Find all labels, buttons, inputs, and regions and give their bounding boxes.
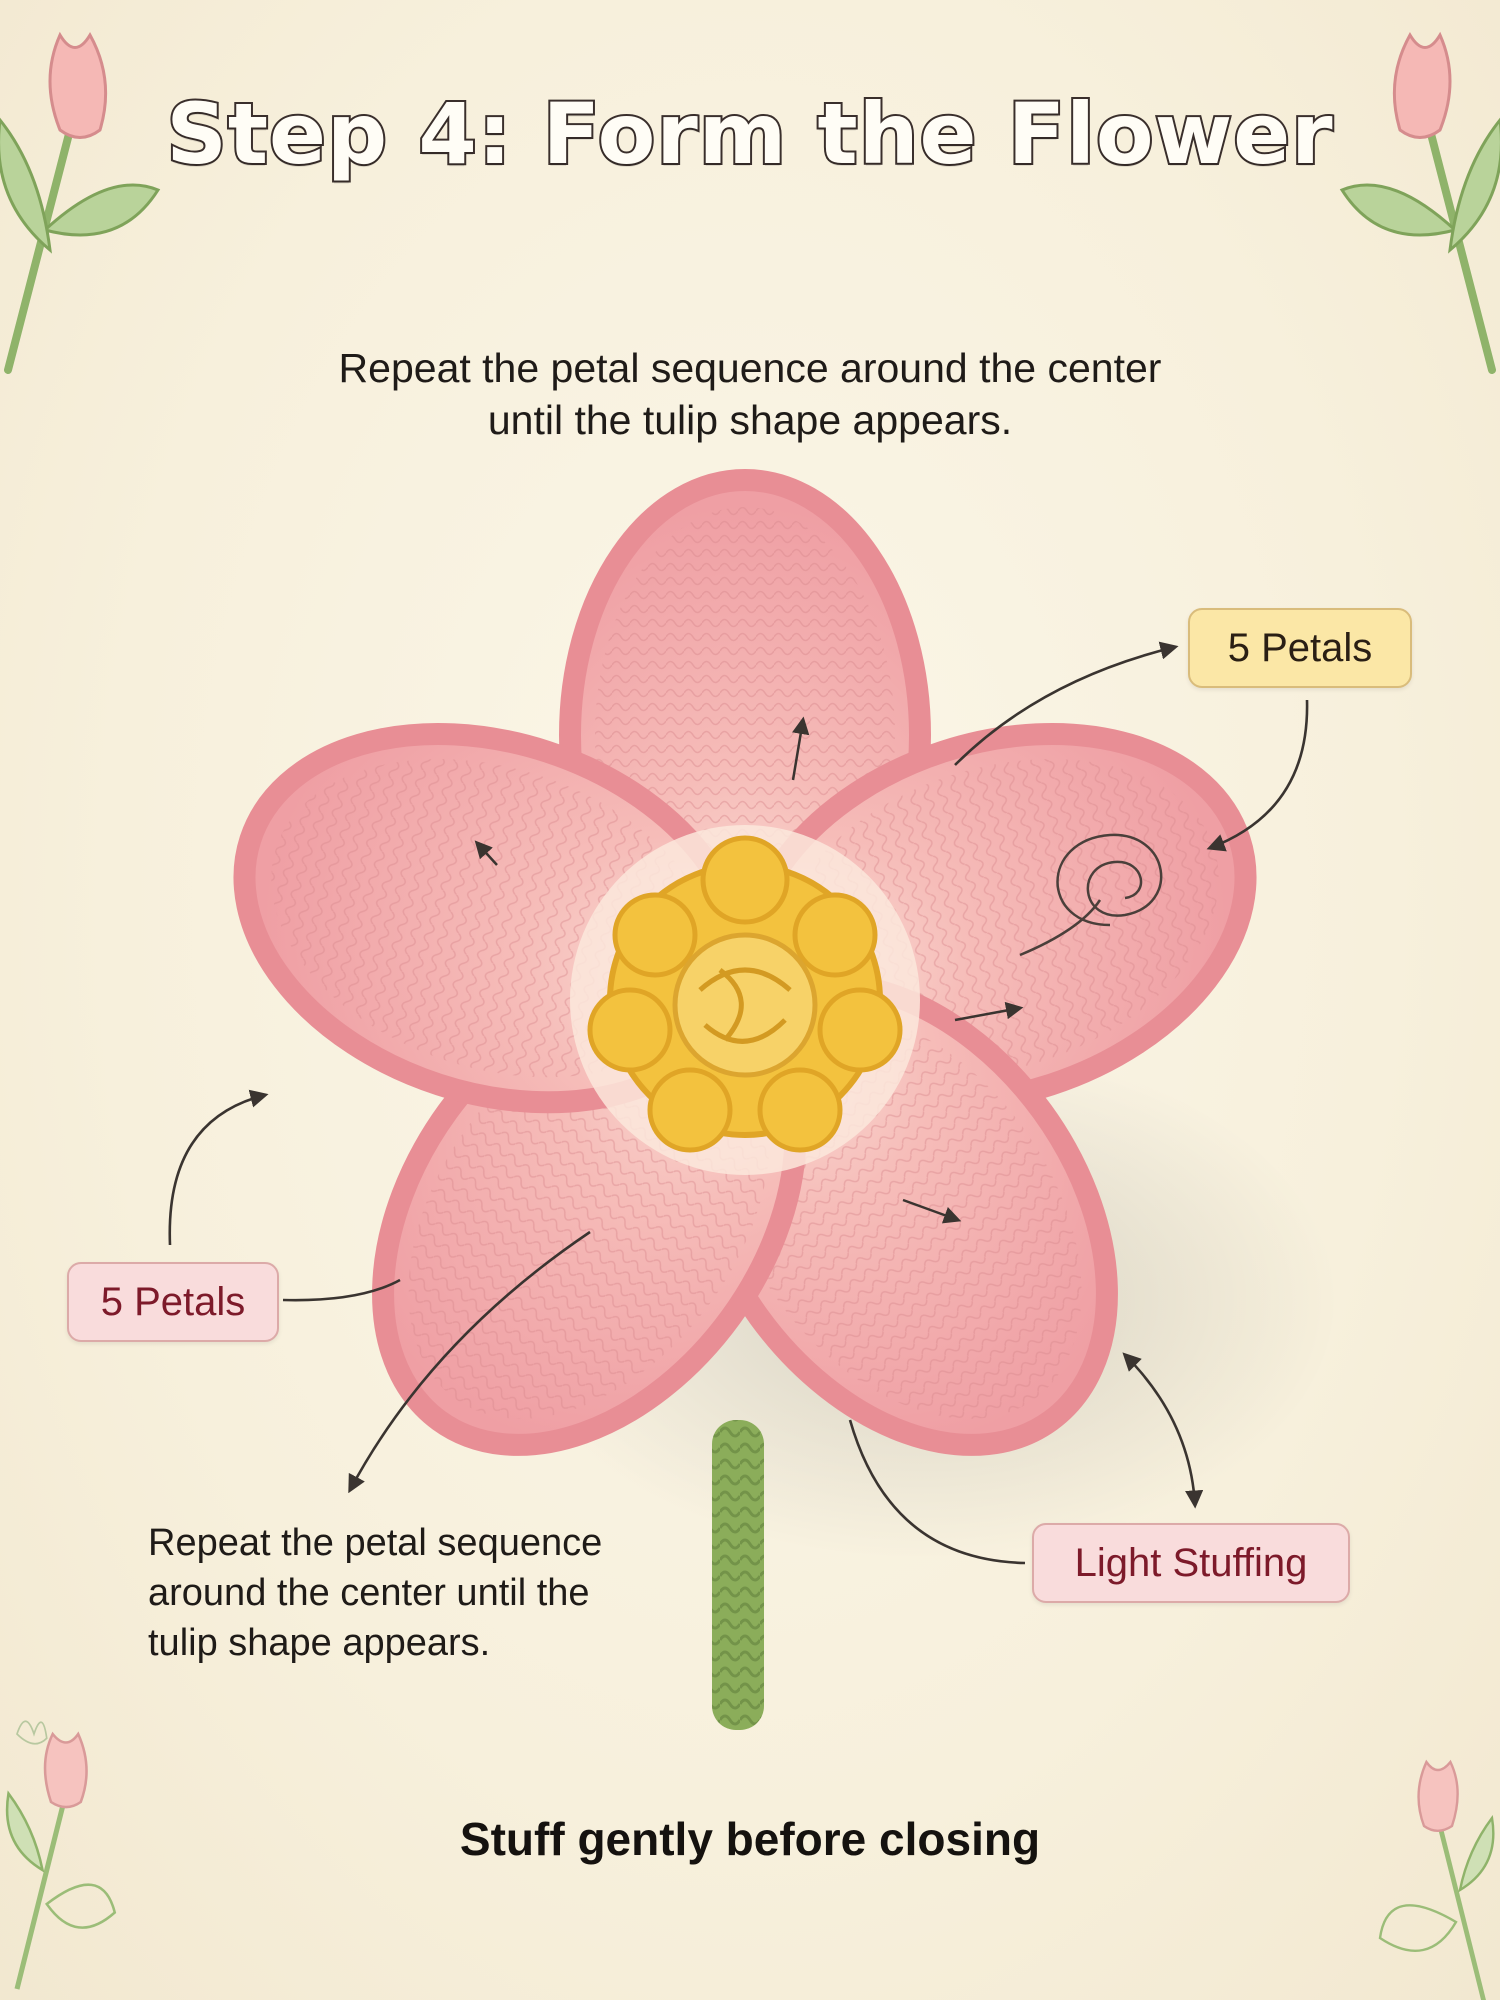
subtitle-line: Repeat the petal sequence around the cen…	[338, 345, 1162, 391]
arrow-icon	[168, 641, 1309, 1565]
page-title: Step 4: Form the Flower	[164, 83, 1334, 185]
subtitle-line: until the tulip shape appears.	[487, 397, 1013, 443]
footer-caption: Stuff gently before closing	[459, 1813, 1041, 1865]
note-line: Repeat the petal sequence	[148, 1522, 603, 1564]
callout-five-petals-top: 5 Petals	[1188, 608, 1412, 688]
instruction-note: Repeat the petal sequence around the cen…	[148, 1518, 668, 1668]
crochet-flower-illustration	[233, 469, 1340, 1730]
note-line: tulip shape appears.	[148, 1622, 491, 1664]
callout-light-stuffing: Light Stuffing	[1032, 1523, 1350, 1603]
spiral-icon	[1019, 833, 1163, 957]
flower-center	[587, 835, 903, 1153]
tulip-icon	[0, 31, 161, 374]
tulip-icon	[1378, 1759, 1495, 2000]
callout-five-petals-left: 5 Petals	[67, 1262, 279, 1342]
note-line: around the center until the	[148, 1572, 590, 1614]
stitch-arrows	[474, 716, 1024, 1224]
tulip-icon	[5, 1720, 117, 1990]
subtitle: Repeat the petal sequence around the cen…	[250, 342, 1250, 446]
tulip-icon	[1339, 31, 1500, 374]
